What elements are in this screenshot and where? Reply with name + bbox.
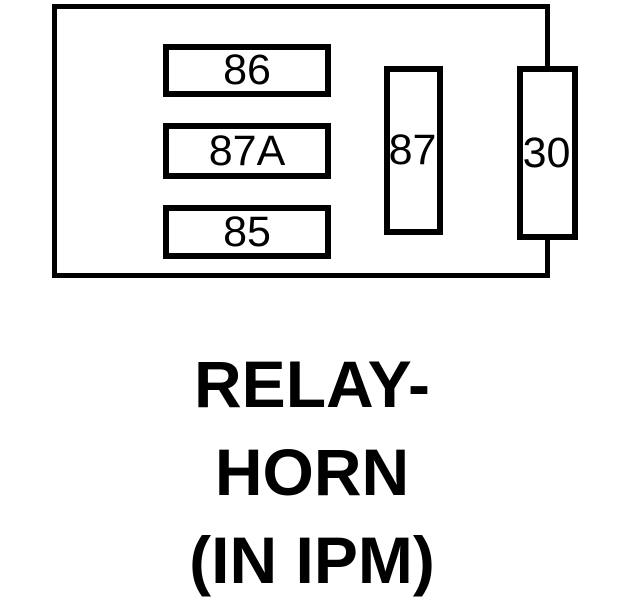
- terminal-87[interactable]: 87: [384, 66, 443, 235]
- caption-line-3: (IN IPM): [189, 523, 435, 597]
- terminal-86-label: 86: [223, 46, 271, 94]
- terminal-30-label: 30: [522, 128, 571, 177]
- terminal-87a-label: 87A: [208, 126, 286, 175]
- terminal-30[interactable]: 30: [517, 66, 578, 240]
- terminal-86[interactable]: 86: [163, 44, 331, 97]
- terminal-85-label: 85: [223, 207, 271, 256]
- relay-housing: 86 87A 85 87 30: [52, 4, 578, 278]
- diagram-caption: RELAY- HORN (IN IPM): [0, 340, 624, 604]
- caption-line-2: HORN: [214, 435, 410, 509]
- caption-line-1: RELAY-: [194, 347, 430, 421]
- terminal-87a[interactable]: 87A: [163, 123, 331, 179]
- terminal-87-label: 87: [388, 126, 437, 174]
- terminal-85[interactable]: 85: [163, 205, 331, 259]
